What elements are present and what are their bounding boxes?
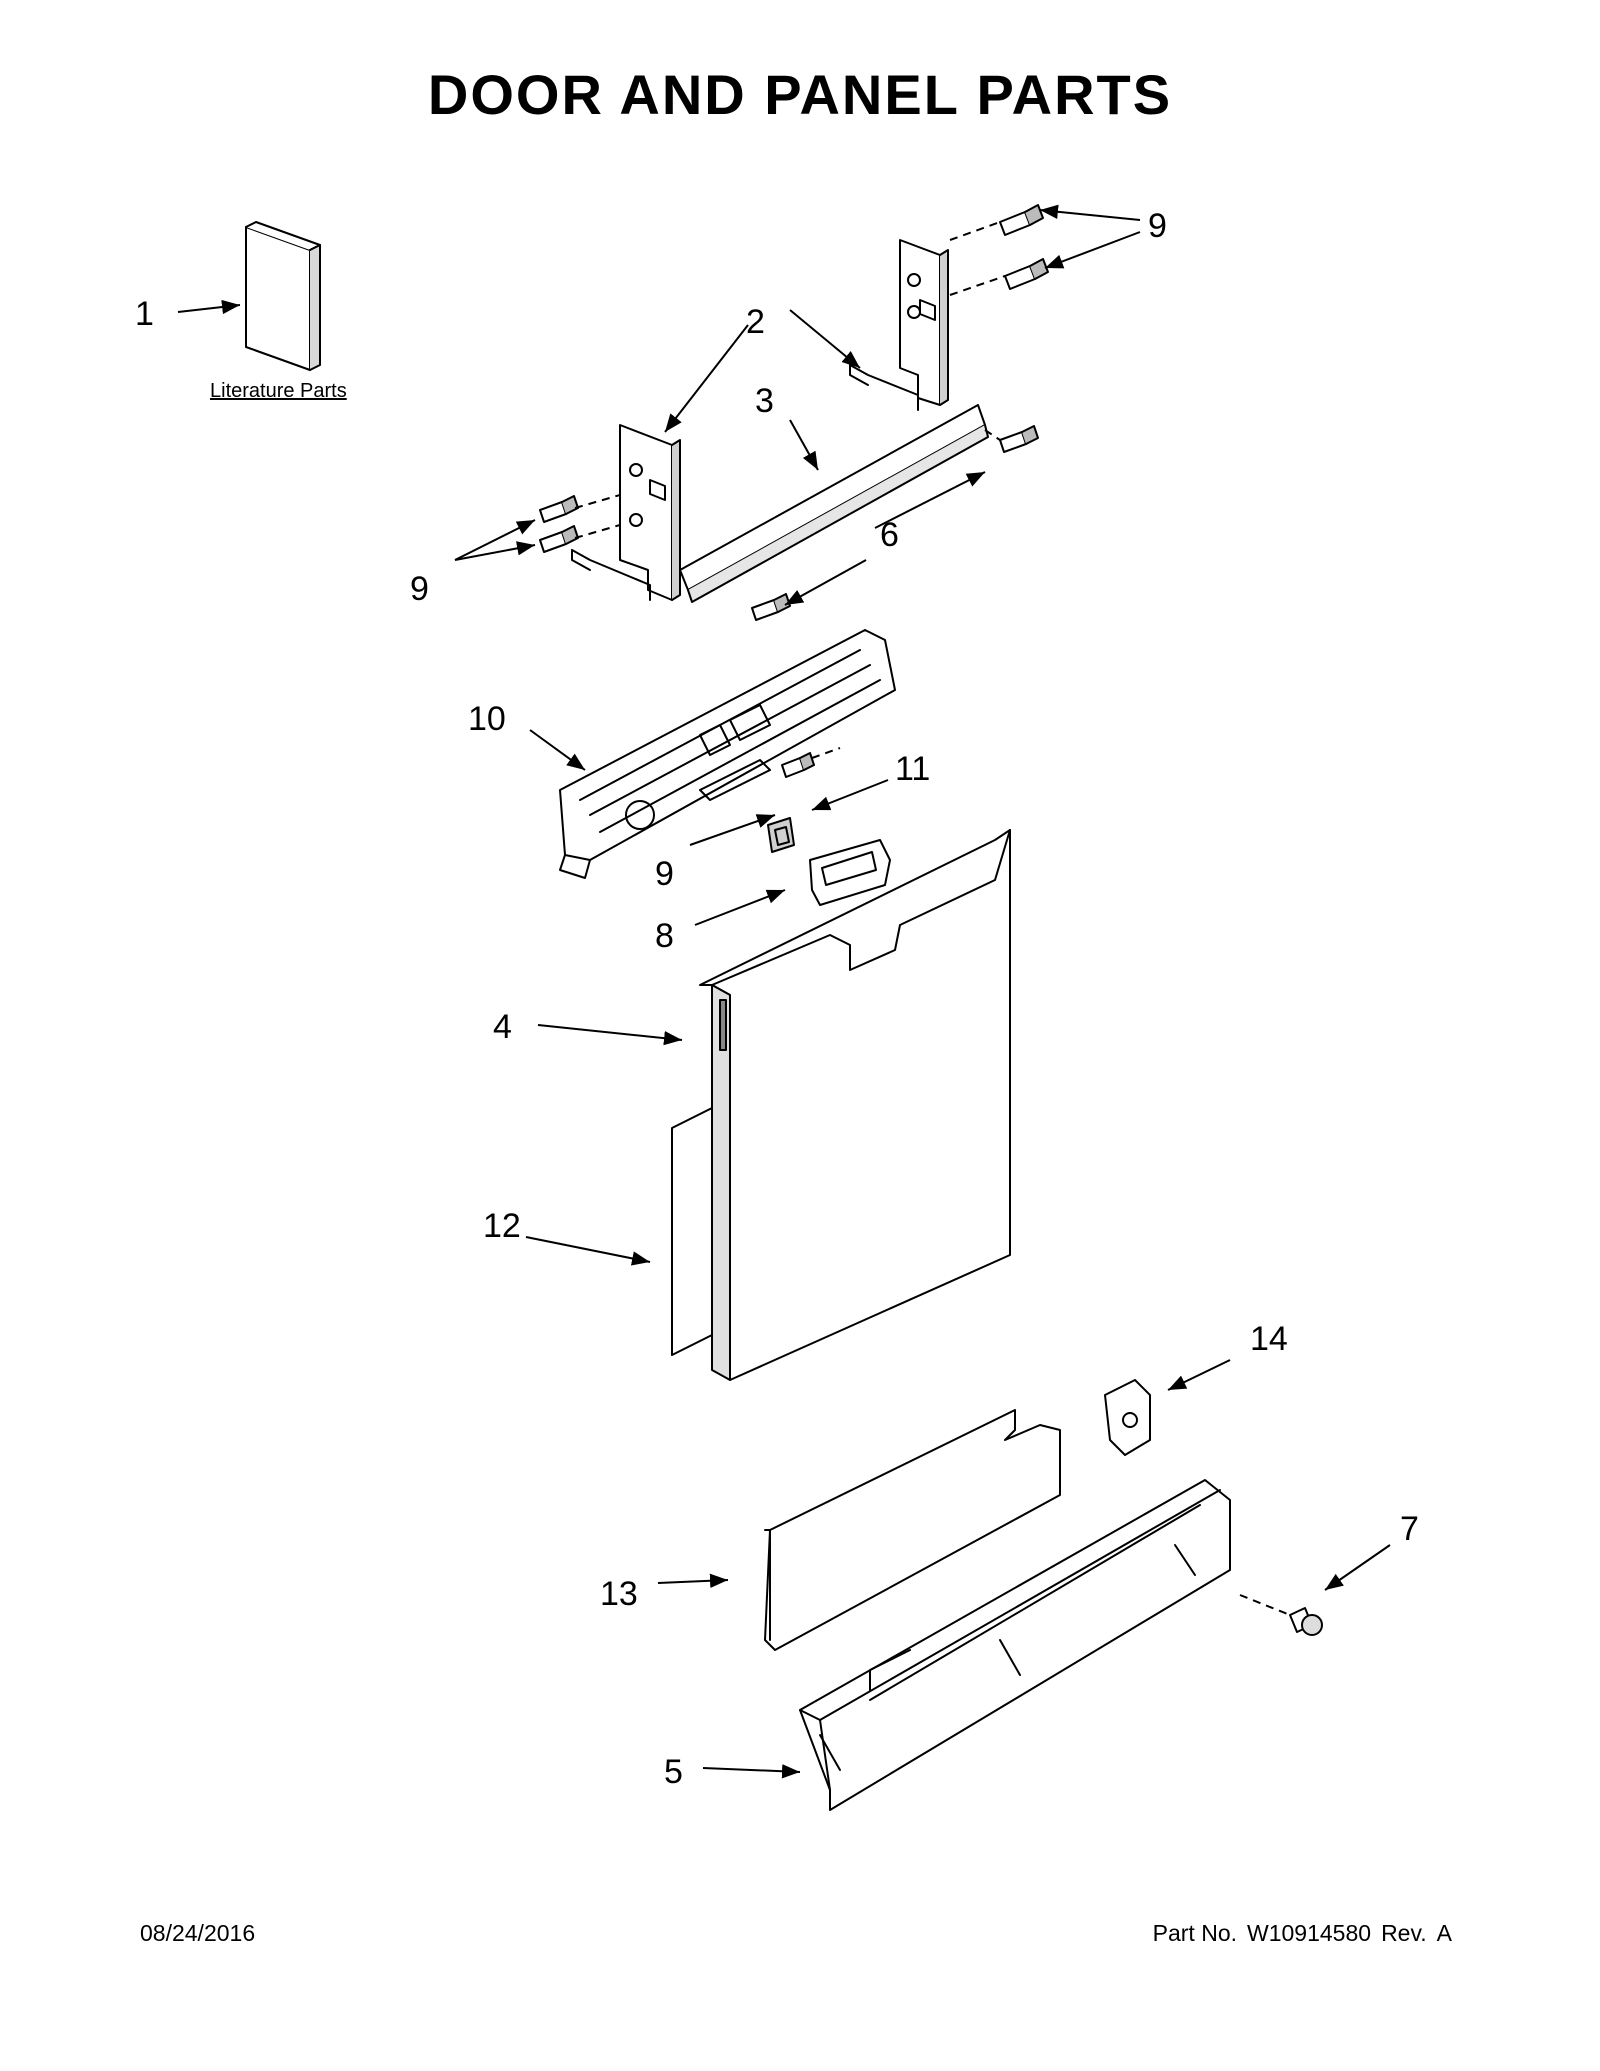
hinge-screws (539, 204, 1049, 778)
footer-part-number: Part No. W10914580 Rev. A (1143, 1920, 1452, 1947)
control-housing (559, 629, 896, 879)
callout-1: 1 (135, 295, 154, 333)
door-panel (699, 829, 1011, 1381)
callout-9-left: 9 (410, 570, 429, 608)
toe-insulation (764, 1409, 1061, 1651)
toe-panel (799, 1479, 1231, 1811)
panel-clip (1104, 1379, 1151, 1456)
callout-7: 7 (1400, 1510, 1419, 1548)
rev-value: A (1436, 1920, 1452, 1946)
callout-13: 13 (600, 1575, 638, 1613)
support-bar (679, 404, 989, 603)
right-hinge-bracket (849, 239, 949, 411)
callout-4: 4 (493, 1008, 512, 1046)
insulation-sheet (671, 1107, 713, 1356)
callout-13-placeholder: 14 (1250, 1320, 1288, 1358)
callout-8: 8 (655, 917, 674, 955)
alignment-lines (574, 221, 1291, 1616)
literature-booklet (245, 221, 321, 371)
part-label: Part No. (1152, 1920, 1238, 1946)
footer-date: 08/24/2016 (140, 1920, 256, 1946)
callout-11: 11 (895, 750, 930, 788)
left-hinge-bracket (571, 424, 681, 601)
door-handle (809, 839, 891, 906)
callout-6: 6 (880, 516, 899, 554)
callout-9-center: 9 (655, 855, 674, 893)
literature-parts-label: Literature Parts (210, 380, 347, 402)
door-latch (767, 817, 795, 853)
callout-labels: 1 2 3 4 5 6 7 8 9 9 9 10 11 12 14 13 (135, 207, 1419, 1791)
callout-2: 2 (746, 303, 765, 341)
page-title: DOOR AND PANEL PARTS (427, 63, 1173, 126)
callout-5: 5 (664, 1753, 683, 1791)
toe-panel-screw (1289, 1607, 1323, 1636)
callout-9-top: 9 (1148, 207, 1167, 245)
callout-12: 12 (483, 1207, 521, 1245)
leader-arrows (177, 204, 1391, 1779)
part-number: W10914580 (1247, 1920, 1372, 1946)
callout-10: 10 (468, 700, 506, 738)
rev-label: Rev. (1381, 1920, 1427, 1946)
callout-3: 3 (755, 382, 774, 420)
